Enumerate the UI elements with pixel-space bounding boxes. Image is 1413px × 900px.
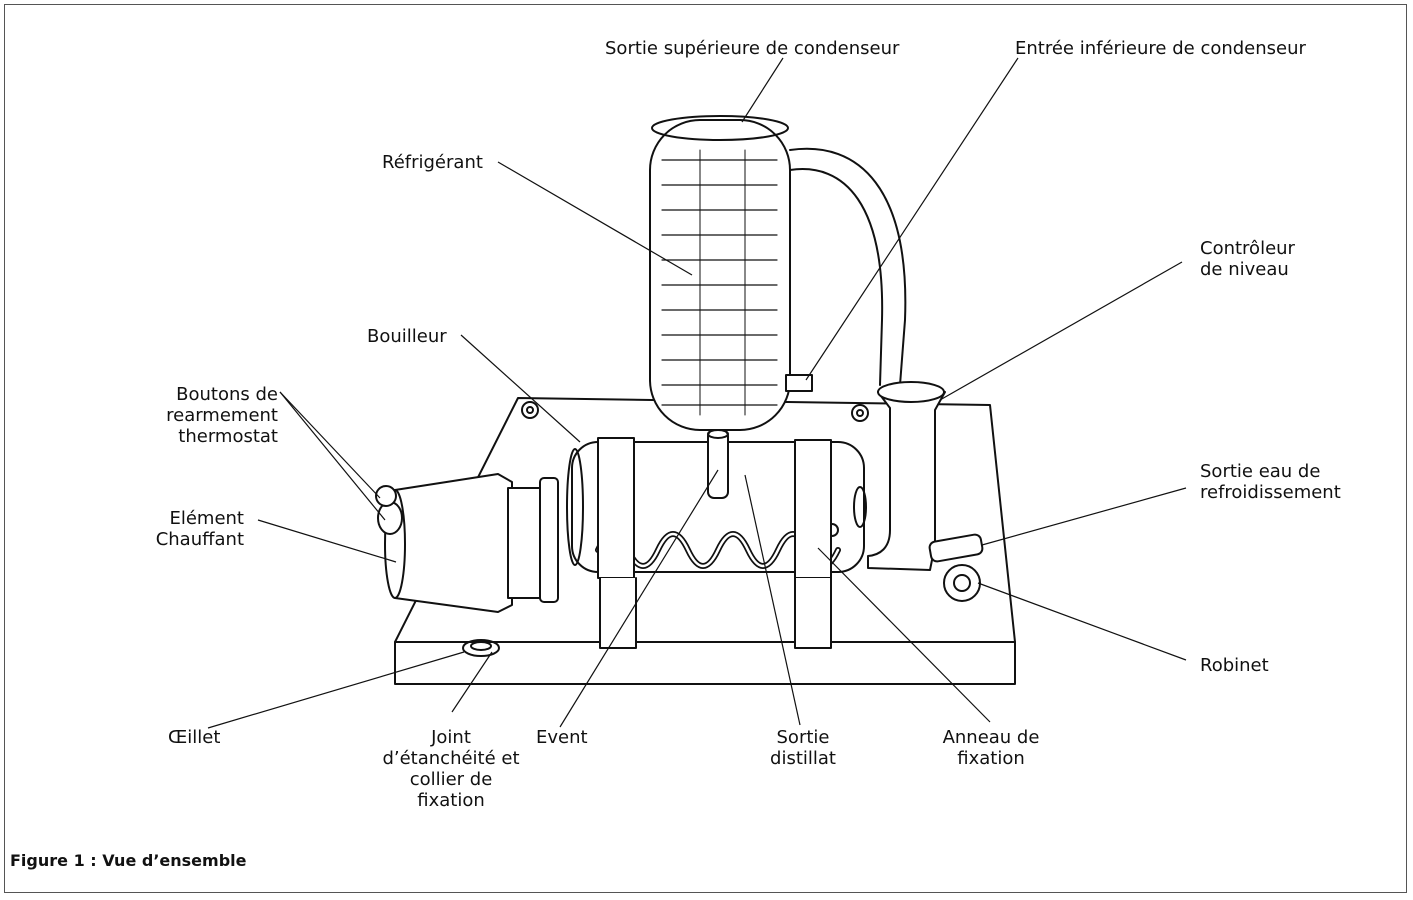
label-boiler: Bouilleur [367,326,447,347]
label-bottom-inlet: Entrée inférieure de condenseur [1015,38,1306,59]
label-reset-buttons: Boutons de rearmement thermostat [166,384,278,447]
level-controller [867,381,984,602]
label-cooling-outlet: Sortie eau de refroidissement [1200,461,1341,503]
label-level-controller: Contrôleur de niveau [1200,238,1295,280]
connecting-hose [789,147,907,386]
label-vent: Event [536,727,588,748]
label-distillate-outlet: Sortie distillat [770,727,836,769]
label-heating-element: Elément Chauffant [155,508,244,550]
label-top-outlet: Sortie supérieure de condenseur [605,38,900,59]
label-tap: Robinet [1200,655,1269,676]
label-seal: Joint d’étanchéité et collier de fixatio… [382,727,520,811]
label-eyelet: Œillet [168,727,221,748]
condenser-column [649,115,813,499]
figure-frame [4,4,1407,893]
straps [597,437,832,649]
figure-caption: Figure 1 : Vue d’ensemble [10,851,247,870]
label-refrigerant: Réfrigérant [382,152,483,173]
heater-housing [375,473,559,613]
label-fixing-ring: Anneau de fixation [942,727,1040,769]
